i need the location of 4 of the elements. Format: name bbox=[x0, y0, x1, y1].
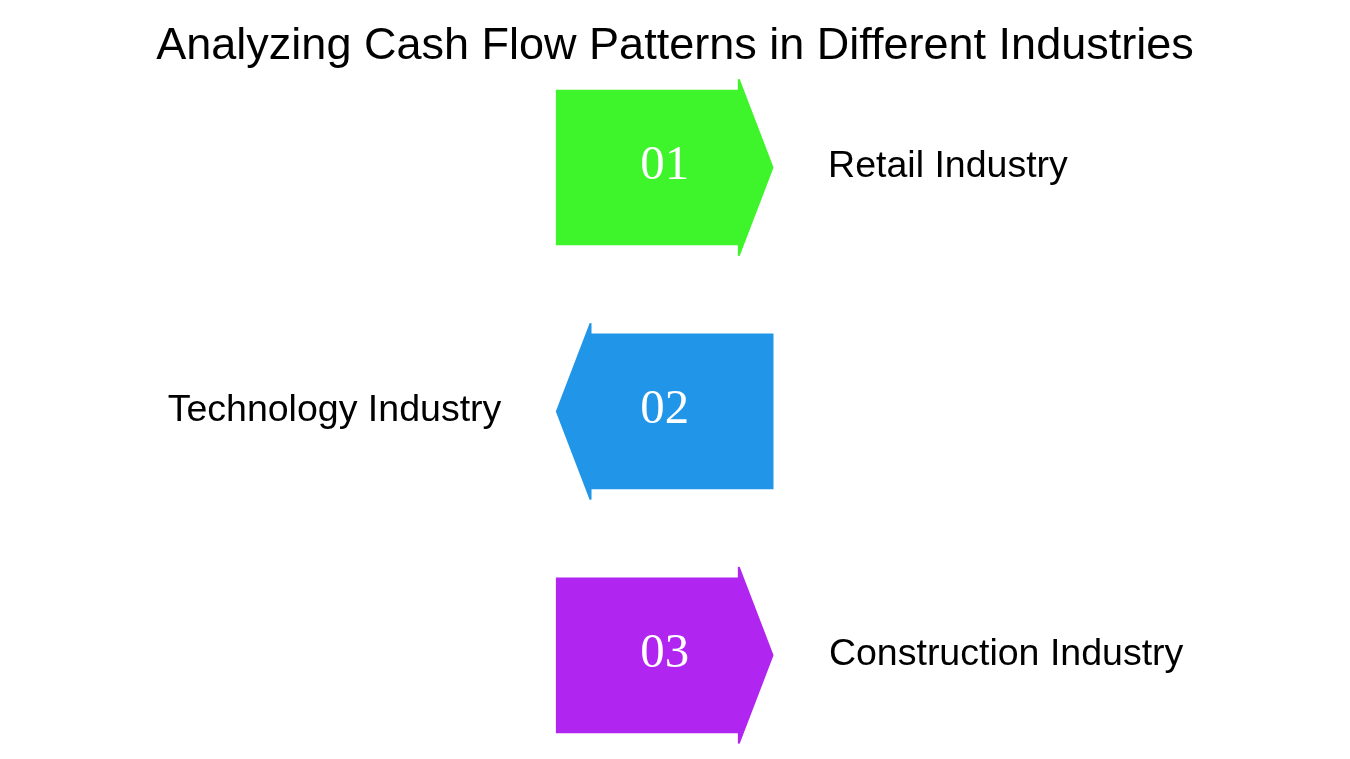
node-label: Construction Industry bbox=[828, 630, 1184, 673]
node-label: Technology Industry bbox=[167, 386, 502, 429]
diagram-title: Analyzing Cash Flow Patterns in Different Industries bbox=[156, 18, 1194, 70]
node-label: Retail Industry bbox=[828, 142, 1068, 185]
